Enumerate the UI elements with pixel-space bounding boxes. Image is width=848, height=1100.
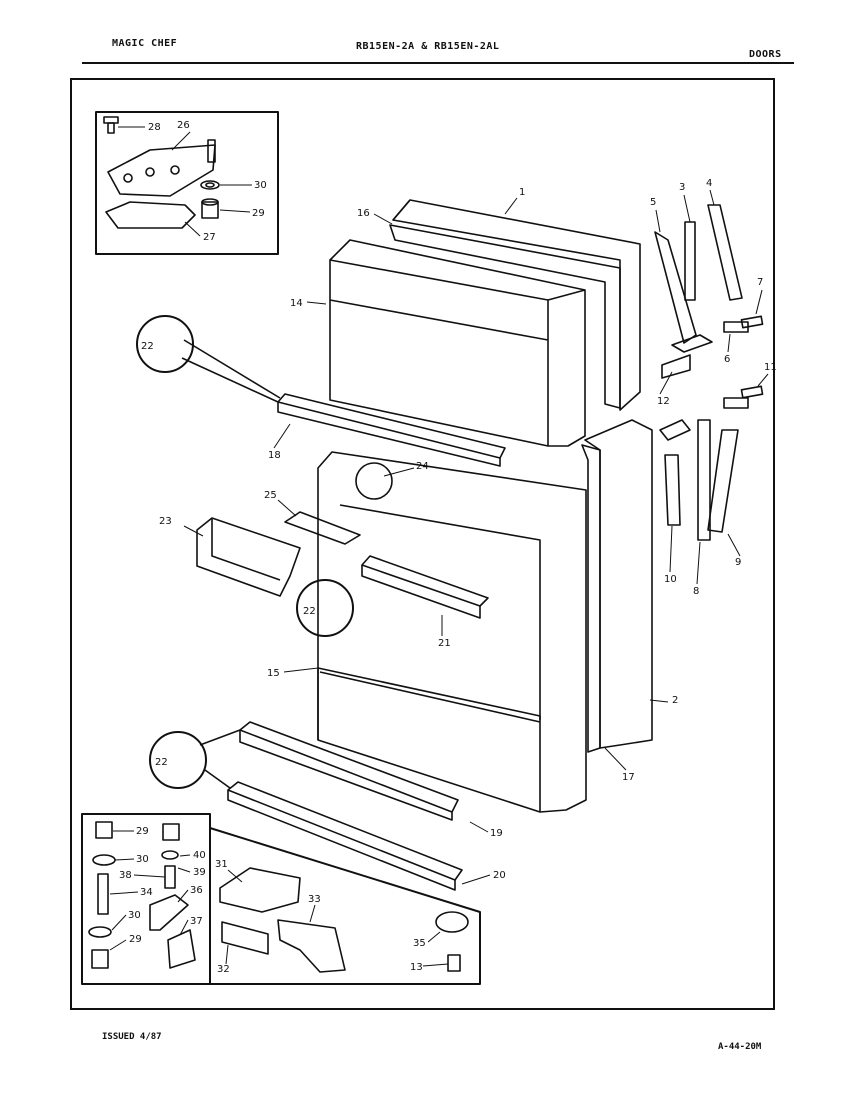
cap-35 <box>435 911 469 933</box>
hinge-plate-26 <box>107 139 216 197</box>
callout-31: 31 <box>215 859 228 870</box>
callout-5: 5 <box>650 197 656 208</box>
callout-labels: 1 2 3 4 5 6 7 8 9 10 11 12 13 14 15 16 1… <box>119 120 777 975</box>
detail-circle-24 <box>355 462 393 500</box>
door-rail-19 <box>239 721 459 813</box>
callout-29-bottom-b: 29 <box>129 934 142 945</box>
bottom-hinge-parts <box>88 821 196 969</box>
brand-label: MAGIC CHEF <box>112 38 178 49</box>
hinge-plate-31 <box>219 867 301 913</box>
callout-36: 36 <box>190 885 203 896</box>
detail-circle-22-mid <box>296 579 354 637</box>
inset-box-bottom-hinge <box>81 813 211 985</box>
freezer-door-gasket <box>389 224 621 409</box>
butter-door <box>284 511 361 545</box>
callout-13: 13 <box>410 962 423 973</box>
callout-39: 39 <box>193 867 206 878</box>
callout-22-lower: 22 <box>155 757 168 768</box>
callout-25: 25 <box>264 490 277 501</box>
callout-20: 20 <box>493 870 506 881</box>
callout-40: 40 <box>193 850 206 861</box>
callout-3: 3 <box>679 182 685 193</box>
freezer-door-liner <box>329 239 586 447</box>
washer-30-top <box>200 180 220 190</box>
callout-38: 38 <box>119 870 132 881</box>
model-numbers: RB15EN-2A & RB15EN-2AL <box>356 41 500 52</box>
handle-trim-4 <box>707 204 743 301</box>
leader-lines <box>109 126 769 967</box>
header-rule <box>82 62 794 64</box>
bushing-29-top <box>201 198 219 219</box>
hinge-bracket-33 <box>277 919 346 973</box>
handle-part-5 <box>654 231 697 344</box>
handle-part-10 <box>664 454 681 526</box>
callout-37: 37 <box>190 916 203 927</box>
callout-16: 16 <box>357 208 370 219</box>
callout-1: 1 <box>519 187 525 198</box>
callout-24: 24 <box>416 461 429 472</box>
handle-cap-7 <box>740 315 764 329</box>
issued-date: ISSUED 4/87 <box>102 1032 162 1042</box>
hinge-shim-27 <box>105 201 196 229</box>
hinge-plate-12 <box>661 354 691 379</box>
callout-29-bottom-a: 29 <box>136 826 149 837</box>
hinge-bracket-12-upper <box>671 334 713 353</box>
callout-10: 10 <box>664 574 677 585</box>
screw-13 <box>447 954 461 972</box>
fresh-food-door-liner <box>317 451 587 813</box>
callout-34: 34 <box>140 887 153 898</box>
callout-11: 11 <box>764 362 777 373</box>
callout-12: 12 <box>657 396 670 407</box>
diagram-frame <box>70 78 775 1010</box>
callout-15: 15 <box>267 668 280 679</box>
handle-bracket-8 <box>697 419 711 541</box>
callout-2: 2 <box>672 695 678 706</box>
callout-23: 23 <box>159 516 172 527</box>
callout-28: 28 <box>148 122 161 133</box>
hinge-plate-12b <box>659 419 691 441</box>
callout-29-top: 29 <box>252 208 265 219</box>
callout-4: 4 <box>706 178 712 189</box>
callout-17: 17 <box>622 772 635 783</box>
callout-19: 19 <box>490 828 503 839</box>
fresh-food-door-gasket <box>581 444 601 753</box>
handle-end-6 <box>723 321 749 333</box>
callout-9: 9 <box>735 557 741 568</box>
section-title: DOORS <box>749 49 782 60</box>
handle-bracket-3 <box>684 221 696 301</box>
callout-27: 27 <box>203 232 216 243</box>
callout-33: 33 <box>308 894 321 905</box>
callout-7: 7 <box>757 277 763 288</box>
freezer-shelf-bar <box>277 393 506 459</box>
callout-26: 26 <box>177 120 190 131</box>
screw-28 <box>103 116 119 134</box>
detail-circle-22-upper <box>136 315 194 373</box>
fresh-food-door-shell <box>584 419 653 749</box>
callout-22-mid: 22 <box>303 606 316 617</box>
callout-35: 35 <box>413 938 426 949</box>
callout-30-bottom-b: 30 <box>128 910 141 921</box>
door-rail-20 <box>227 781 463 881</box>
handle-cap-11 <box>740 385 764 399</box>
handle-end-6b <box>723 397 749 409</box>
callout-8: 8 <box>693 586 699 597</box>
hinge-shim-32 <box>221 921 269 955</box>
drawing-code: A-44-20M <box>718 1042 762 1052</box>
inset-box-top-hinge <box>95 111 279 255</box>
callout-21: 21 <box>438 638 451 649</box>
callout-32: 32 <box>217 964 230 975</box>
freezer-door-shell <box>392 199 641 411</box>
inset-box-bottom-parts <box>209 827 481 985</box>
callout-22-upper: 22 <box>141 341 154 352</box>
detail-circle-22-lower <box>149 731 207 789</box>
callout-14: 14 <box>290 298 303 309</box>
callout-6: 6 <box>724 354 730 365</box>
callout-18: 18 <box>268 450 281 461</box>
callout-30-top: 30 <box>254 180 267 191</box>
handle-trim-9 <box>707 429 739 533</box>
shelf-rail-21 <box>361 555 489 607</box>
callout-30-bottom-a: 30 <box>136 854 149 865</box>
